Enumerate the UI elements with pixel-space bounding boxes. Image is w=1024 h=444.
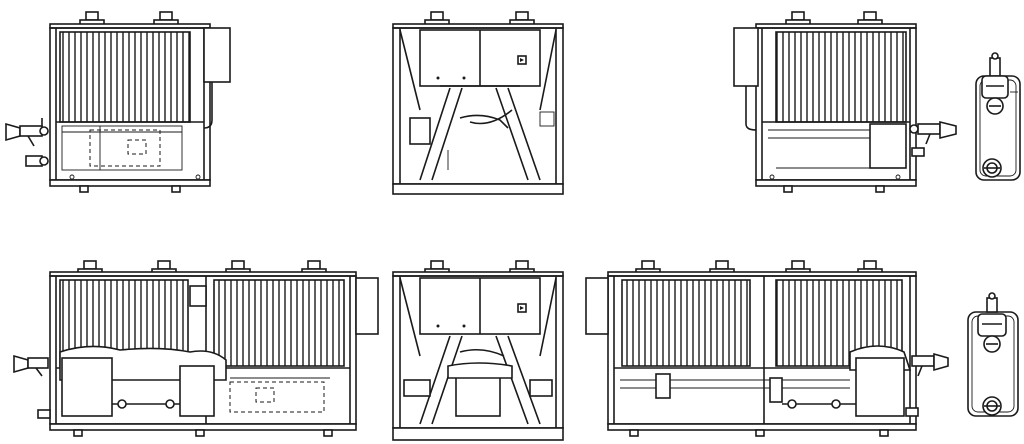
small-unit-end-view xyxy=(392,11,564,195)
control-box xyxy=(585,277,609,335)
water-inlet-valve-icon xyxy=(13,354,51,419)
condenser-coil xyxy=(59,31,191,123)
small-unit-right-side-view xyxy=(733,11,957,193)
condenser-coil xyxy=(775,31,907,123)
control-box xyxy=(355,277,379,335)
small-unit-left-side-view xyxy=(5,11,231,193)
water-valve-icon xyxy=(905,352,949,417)
large-unit-right-side-view xyxy=(585,260,949,437)
large-unit-left-side-view xyxy=(13,260,379,437)
condenser-coil xyxy=(213,279,345,367)
control-box xyxy=(203,27,231,83)
large-unit-pump-detail xyxy=(967,292,1019,417)
large-unit-end-view xyxy=(392,260,564,441)
water-outlet-valve-icon xyxy=(25,118,49,167)
water-valve-icon xyxy=(909,120,957,157)
pump-housing xyxy=(455,371,501,417)
water-inlet-valve-icon xyxy=(5,122,49,147)
control-box xyxy=(733,27,759,87)
pump-flange-icon xyxy=(982,158,1002,178)
condenser-coil xyxy=(621,279,751,367)
small-unit-pump-detail xyxy=(975,52,1021,181)
pump-motor-icon xyxy=(981,75,1009,115)
pump-motor-icon xyxy=(977,313,1007,353)
pump-flange-icon xyxy=(982,396,1002,416)
